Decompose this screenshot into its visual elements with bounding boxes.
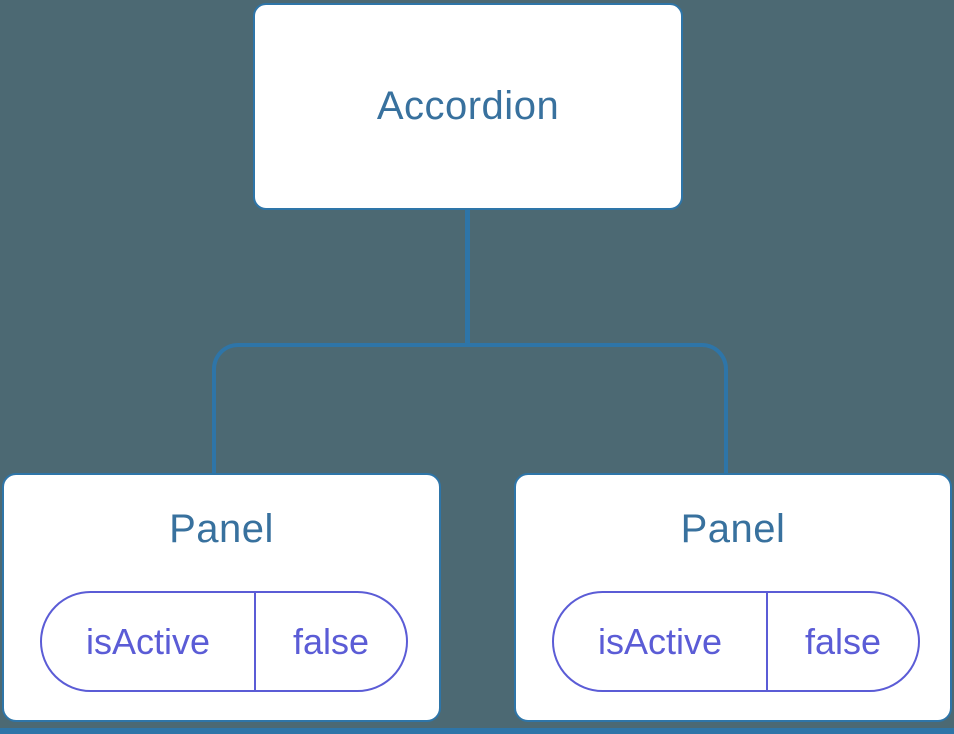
state-value: false: [804, 620, 882, 662]
panel-node-right: Panel isActive false: [514, 473, 952, 722]
panel-node-left: Panel isActive false: [2, 473, 441, 722]
state-value: false: [292, 620, 370, 662]
state-key: isActive: [42, 593, 256, 690]
accordion-node: Accordion: [253, 3, 683, 210]
bottom-edge-line: [0, 728, 954, 734]
panel-left-state-pill: isActive false: [40, 591, 408, 692]
panel-right-state-pill: isActive false: [552, 591, 920, 692]
connector-bracket: [212, 343, 728, 473]
panel-left-label: Panel: [169, 507, 274, 551]
panel-right-label: Panel: [680, 507, 786, 551]
connector-stem: [465, 209, 470, 345]
state-key: isActive: [554, 593, 768, 690]
accordion-node-label: Accordion: [376, 84, 560, 128]
